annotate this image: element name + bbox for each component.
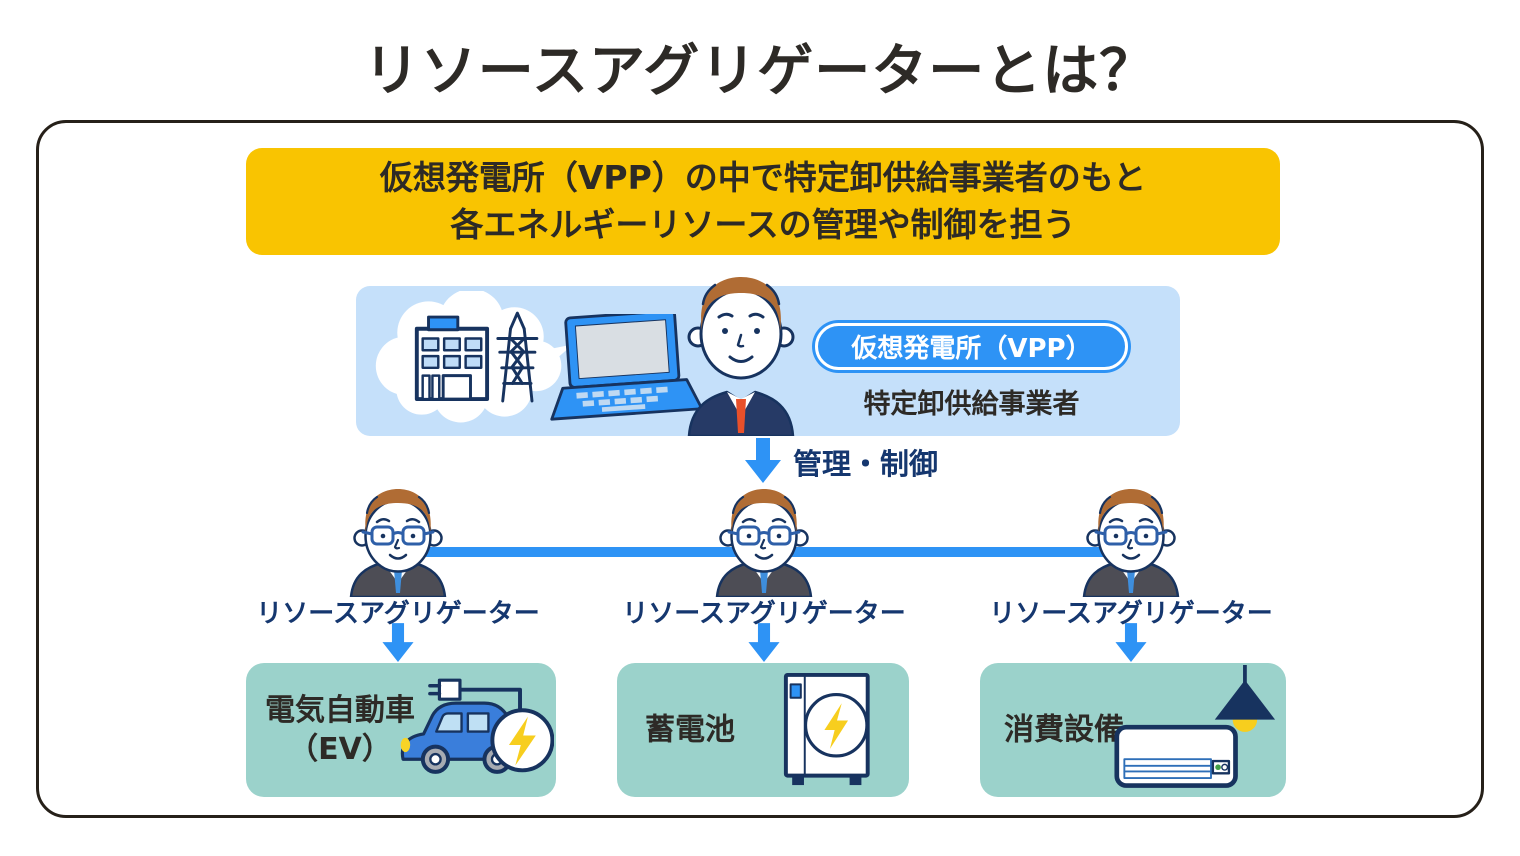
resource-box-ev: 電気自動車 （EV） xyxy=(246,663,556,797)
vpp-badge: 仮想発電所（VPP） xyxy=(815,323,1128,370)
resource-label-ev: 電気自動車 （EV） xyxy=(252,691,428,769)
resource-label-consumption: 消費設備 xyxy=(1004,712,1124,748)
resource-arrow-icon-2 xyxy=(748,623,780,662)
resource-box-consumption: 消費設備 xyxy=(980,663,1286,797)
aggregator-person-icon-3 xyxy=(1082,489,1180,597)
resource-arrow-icon-3 xyxy=(1115,623,1147,662)
aggregator-person-icon-1 xyxy=(349,489,447,597)
aggregator-person-icon-2 xyxy=(715,489,813,597)
laptop-icon xyxy=(550,314,701,421)
resource-arrow-icon-1 xyxy=(382,623,414,662)
page-title: リソースアグリゲーターとは？ xyxy=(363,39,1157,104)
diagram-frame: 仮想発電所（VPP）の中で特定卸供給事業者のもと 各エネルギーリソースの管理や制… xyxy=(36,120,1484,818)
definition-banner: 仮想発電所（VPP）の中で特定卸供給事業者のもと 各エネルギーリソースの管理や制… xyxy=(246,148,1280,255)
manage-control-arrow-icon xyxy=(745,438,781,483)
operator-label: 特定卸供給事業者 xyxy=(863,389,1080,420)
storage-battery-icon xyxy=(783,672,870,786)
resource-label-battery: 蓄電池 xyxy=(645,712,735,748)
definition-line-2: 各エネルギーリソースの管理や制御を担う xyxy=(450,204,1076,244)
resource-label-ev-line1: 電気自動車 xyxy=(265,693,415,728)
vpp-badge-label: 仮想発電所（VPP） xyxy=(851,334,1092,364)
manage-control-label: 管理・制御 xyxy=(793,447,939,481)
vpp-panel: 仮想発電所（VPP） 特定卸供給事業者 xyxy=(356,277,1180,436)
ev-car-icon xyxy=(400,678,554,774)
resource-label-ev-line2: （EV） xyxy=(288,732,392,767)
operator-person-icon xyxy=(687,277,795,436)
power-grid-cloud-icon xyxy=(375,291,573,423)
consumption-equipment-icon xyxy=(1114,665,1276,788)
resource-box-battery: 蓄電池 xyxy=(617,663,909,797)
definition-line-1: 仮想発電所（VPP）の中で特定卸供給事業者のもと xyxy=(379,157,1147,197)
